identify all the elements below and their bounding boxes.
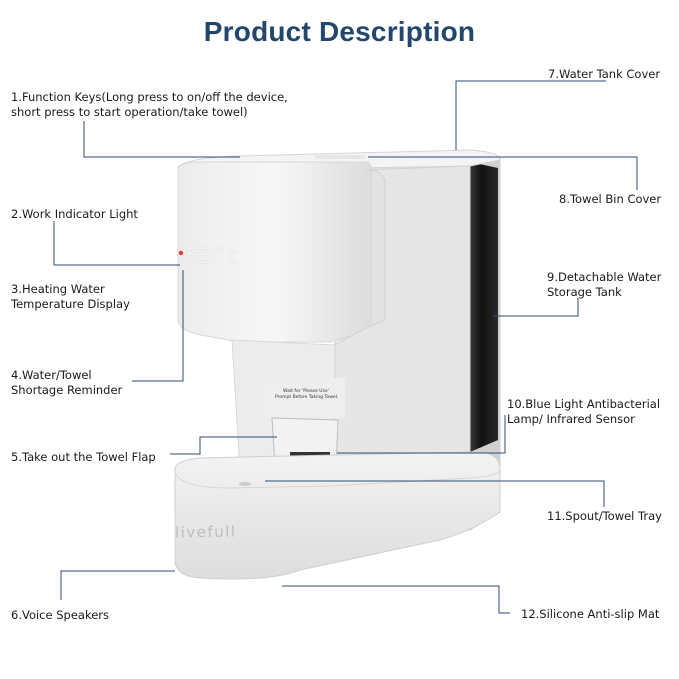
flap-notice-line1: Wait for 'Please Use' <box>283 389 329 394</box>
label-function-keys: 1.Function Keys(Long press to on/off the… <box>11 90 288 119</box>
label-detachable-tank-line2: Storage Tank <box>547 284 622 299</box>
label-heating-temp-display: 3.Heating Water Temperature Display <box>11 282 130 311</box>
temperature-display: 55°c <box>186 244 241 268</box>
label-shortage-reminder-line1: 4.Water/Towel <box>11 368 92 382</box>
label-water-tank-cover: 7.Water Tank Cover <box>548 67 661 81</box>
label-function-keys-line2: short press to start operation/take towe… <box>11 104 248 119</box>
label-towel-flap: 5.Take out the Towel Flap <box>11 450 156 464</box>
label-detachable-tank: 9.Detachable Water Storage Tank <box>547 270 661 299</box>
label-heating-temp-display-line2: Temperature Display <box>11 296 130 311</box>
label-function-keys-line1: 1.Function Keys(Long press to on/off the… <box>11 90 288 104</box>
label-heating-temp-display-line1: 3.Heating Water <box>11 282 105 296</box>
label-anti-slip-mat: 12.Silicone Anti-slip Mat <box>521 607 660 621</box>
label-blue-light-lamp-line2: Lamp/ Infrared Sensor <box>507 411 635 426</box>
label-towel-bin-cover: 8.Towel Bin Cover <box>559 192 662 206</box>
label-shortage-reminder-line2: Shortage Reminder <box>11 382 123 397</box>
work-indicator-light <box>178 250 184 256</box>
flap-notice-line2: Prompt Before Taking Towel. <box>275 395 339 400</box>
label-shortage-reminder: 4.Water/Towel Shortage Reminder <box>11 368 122 397</box>
page-title: Product Description <box>203 16 476 47</box>
water-tank-window <box>470 162 498 452</box>
label-spout-towel-tray: 11.Spout/Towel Tray <box>547 509 662 523</box>
label-blue-light-lamp: 10.Blue Light Antibacterial Lamp/ Infrar… <box>507 397 660 426</box>
label-work-indicator: 2.Work Indicator Light <box>11 207 138 221</box>
label-voice-speakers: 6.Voice Speakers <box>11 608 109 622</box>
label-blue-light-lamp-line1: 10.Blue Light Antibacterial <box>507 397 661 411</box>
label-detachable-tank-line1: 9.Detachable Water <box>547 270 662 284</box>
